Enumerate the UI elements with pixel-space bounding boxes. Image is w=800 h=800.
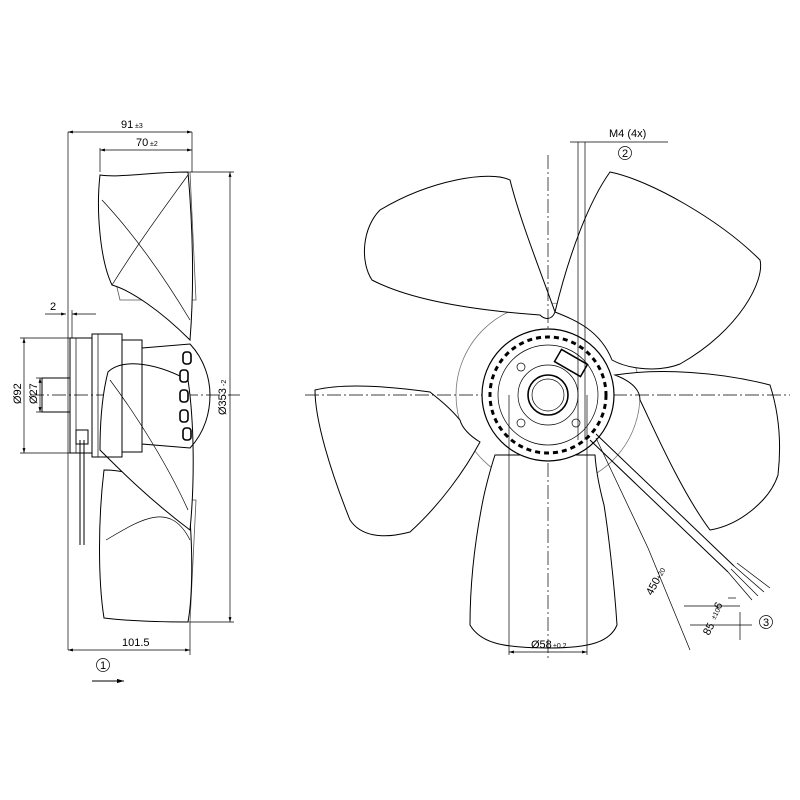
front-view: M4 (4x) 2 Ø58 ±0.2 450 +20 6 85 ±10 3 bbox=[305, 128, 790, 660]
dim-overall-depth: 101.5 bbox=[122, 637, 150, 649]
front-blade-top-right bbox=[554, 171, 762, 370]
dim-hub-diameter: Ø58 bbox=[531, 639, 552, 651]
svg-text:±3: ±3 bbox=[135, 123, 143, 130]
dim-flange-diameter: Ø92 bbox=[12, 383, 24, 404]
callout-circle-icon bbox=[96, 658, 110, 672]
callout-cable: 3 bbox=[763, 617, 769, 629]
dim-shaft-diameter: Ø27 bbox=[28, 383, 40, 404]
side-blade-upper bbox=[98, 171, 193, 342]
dim-total-width: 91 bbox=[121, 119, 133, 131]
svg-text:-2: -2 bbox=[221, 380, 228, 386]
callout-airflow: 1 bbox=[100, 660, 106, 672]
svg-text:±0.2: ±0.2 bbox=[553, 643, 567, 650]
rating-plate bbox=[553, 348, 589, 378]
dim-gap: 2 bbox=[50, 301, 56, 313]
callout-circle-icon bbox=[759, 615, 773, 629]
side-blade-middle bbox=[99, 363, 194, 531]
shaft bbox=[41, 377, 71, 413]
side-cable bbox=[79, 440, 85, 545]
rotor-vents bbox=[179, 351, 192, 441]
front-blade-left bbox=[314, 385, 481, 537]
callout-mounting: 2 bbox=[622, 148, 628, 160]
front-cable bbox=[589, 433, 735, 573]
mount-hole bbox=[516, 418, 526, 428]
front-blade-right bbox=[613, 371, 781, 531]
callout-circle-icon bbox=[618, 146, 632, 160]
front-blade-top-left bbox=[363, 175, 556, 319]
motor-flange bbox=[69, 337, 93, 454]
dim-fan-diameter: Ø353 bbox=[217, 388, 229, 415]
rotor bbox=[141, 343, 211, 449]
mount-hole bbox=[571, 418, 581, 428]
dim-thread: M4 (4x) bbox=[609, 128, 646, 140]
dim-strip-long: 85 bbox=[701, 621, 717, 637]
front-blades bbox=[314, 171, 781, 649]
svg-text:±2: ±2 bbox=[150, 141, 158, 148]
dim-blade-width: 70 bbox=[136, 137, 148, 149]
hub-center-bore bbox=[527, 374, 569, 416]
front-blade-bottom bbox=[469, 454, 618, 649]
side-view: 91 ±3 70 ±2 2 Ø92 Ø27 Ø353 -2 101.5 bbox=[12, 119, 240, 684]
svg-text:+20: +20 bbox=[656, 567, 668, 581]
dim-strip-short: 6 bbox=[712, 600, 725, 611]
mount-hole bbox=[516, 362, 526, 372]
svg-text:±10: ±10 bbox=[711, 607, 723, 621]
